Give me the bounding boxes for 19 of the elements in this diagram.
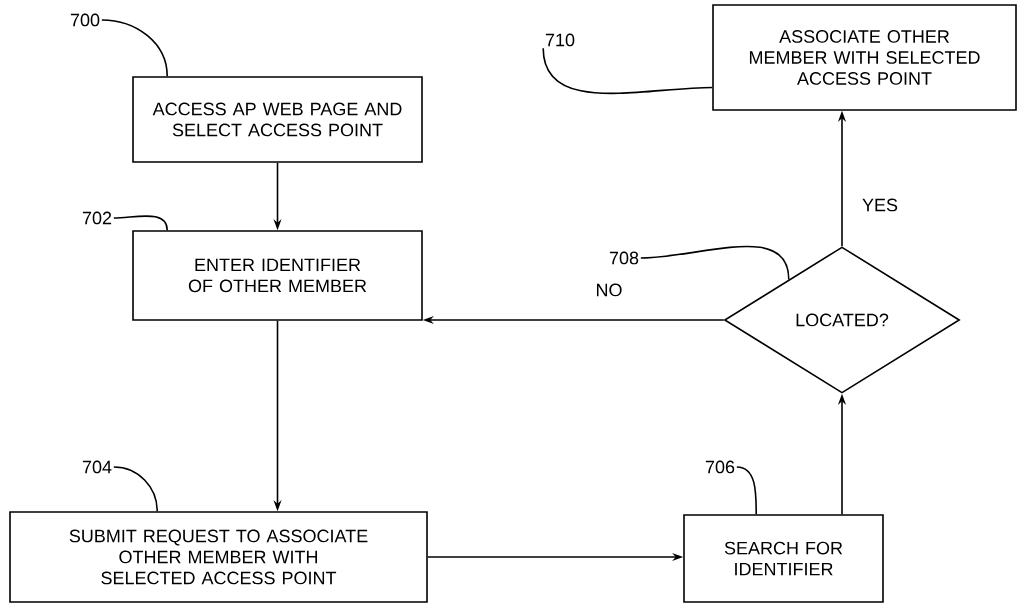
leader-line — [113, 215, 168, 231]
reference-number: 700 — [70, 13, 100, 27]
process-box: SUBMIT REQUEST TO ASSOCIATE OTHER MEMBER WITH SELECTED ACCESS POINT — [9, 511, 428, 603]
reference-number: 706 — [705, 460, 735, 474]
reference-number: 710 — [545, 33, 575, 47]
reference-number: 702 — [82, 211, 112, 225]
edge-label: YES — [860, 196, 900, 214]
leader-line — [101, 19, 168, 77]
process-box: ACCESS AP WEB PAGE AND SELECT ACCESS POINT — [132, 76, 423, 163]
leader-line — [736, 466, 757, 515]
process-box: ASSOCIATE OTHER MEMBER WITH SELECTED ACCESS POINT — [712, 4, 1017, 111]
process-box: SEARCH FOR IDENTIFIER — [683, 514, 884, 603]
leader-line — [113, 466, 158, 512]
reference-number: 708 — [609, 251, 639, 265]
reference-number: 704 — [82, 460, 112, 474]
process-box: ENTER IDENTIFIER OF OTHER MEMBER — [132, 230, 423, 321]
leader-line — [640, 245, 790, 281]
edge-label: NO — [593, 281, 625, 299]
leader-line — [542, 47, 713, 95]
